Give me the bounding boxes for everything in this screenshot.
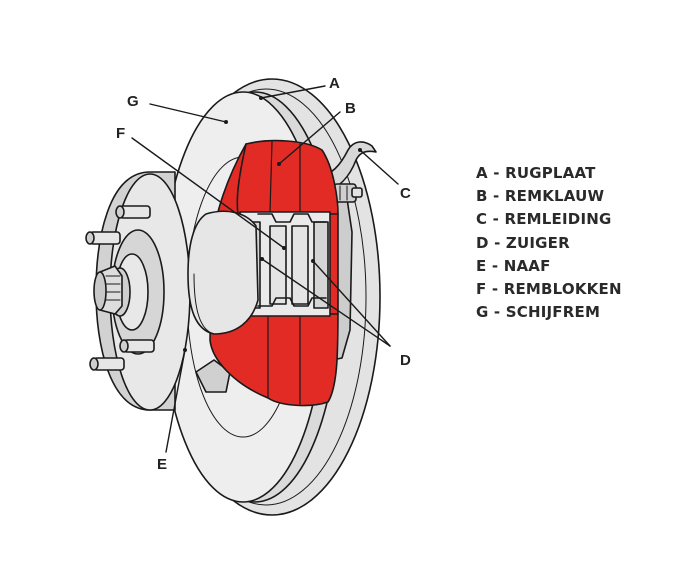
legend-item-c: C - REMLEIDING — [476, 210, 612, 229]
callout-f: F — [116, 125, 125, 142]
leader-line-c — [359, 149, 399, 185]
callout-a: A — [329, 75, 340, 92]
callout-dots — [183, 96, 362, 352]
callout-g: G — [127, 93, 139, 110]
callout-c: C — [400, 185, 411, 202]
leader-line-d-1 — [261, 258, 391, 347]
leader-line-g — [149, 103, 227, 123]
leader-line-e — [165, 349, 186, 453]
callout-d: D — [400, 352, 411, 369]
hub — [93, 171, 191, 411]
legend: A - RUGPLAAT B - REMKLAUW C - REMLEIDING… — [476, 162, 622, 324]
leader-line-b — [278, 111, 341, 165]
leader-lines — [131, 85, 399, 453]
leader-line-f — [131, 137, 285, 249]
legend-item-g: G - SCHIJFREM — [476, 303, 601, 322]
leader-line-a — [260, 85, 326, 99]
legend-item-f: F - REMBLOKKEN — [476, 280, 622, 299]
callout-e: E — [157, 456, 167, 473]
legend-item-a: A - RUGPLAAT — [476, 164, 596, 182]
legend-item-b: B - REMKLAUW — [476, 187, 605, 206]
piston-housing — [187, 210, 259, 335]
legend-item-e: E - NAAF — [476, 256, 551, 275]
legend-item-d: D - ZUIGER — [476, 233, 570, 252]
callout-b: B — [345, 100, 356, 117]
wheel-studs — [85, 205, 155, 371]
leader-line-d-2 — [312, 260, 391, 347]
